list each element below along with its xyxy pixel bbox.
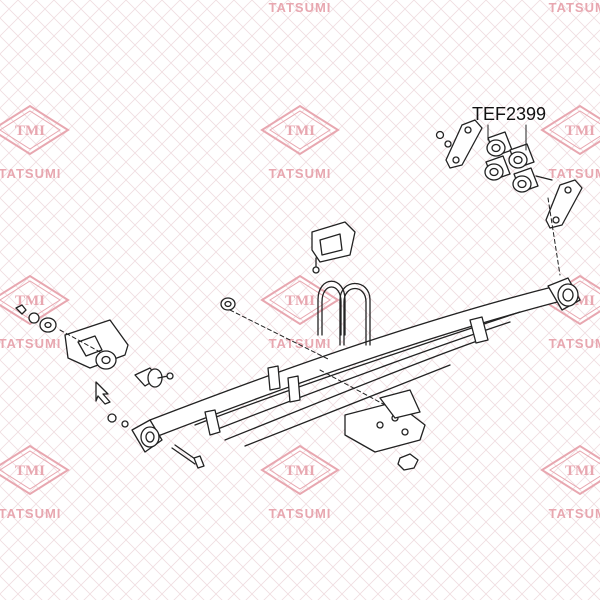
watermark-layer: TMITMITMITMITMITMITMITMITMITATSUMITATSUM… <box>0 0 600 521</box>
long-bolt <box>171 444 205 469</box>
shackle-pin-front <box>134 367 174 388</box>
watermark-brand-text: TATSUMI <box>0 506 61 521</box>
watermark-logo-text: TMI <box>565 463 595 479</box>
watermark-diamond <box>0 274 70 326</box>
nut <box>397 453 419 471</box>
watermark-brand-text: TATSUMI <box>0 166 61 181</box>
watermark-diamond <box>549 110 600 150</box>
watermark-logo-text: TMI <box>285 123 315 139</box>
watermark-brand-text: TATSUMI <box>549 0 600 15</box>
watermark-brand-text: TATSUMI <box>269 506 332 521</box>
rear-shackle-plate <box>445 119 483 169</box>
watermark-diamond <box>269 450 331 490</box>
watermark-logo-text: TMI <box>565 123 595 139</box>
watermark-logo-text: TMI <box>15 123 45 139</box>
watermark-brand-text: TATSUMI <box>549 506 600 521</box>
watermark-brand-text: TATSUMI <box>269 0 332 15</box>
shackle-bushing <box>512 167 539 193</box>
alignment-lines <box>59 197 561 406</box>
spring-center-clip <box>267 365 281 391</box>
nut <box>435 130 445 140</box>
watermark-diamond <box>549 450 600 490</box>
bolt <box>107 413 117 423</box>
watermark-diamond <box>269 110 331 150</box>
watermark-diamond <box>0 444 70 496</box>
bump-stop-bracket <box>311 221 356 274</box>
watermark-diamond <box>0 110 61 150</box>
shackle-bushing <box>508 143 535 169</box>
watermark-brand-text: TATSUMI <box>549 336 600 351</box>
watermark-brand-text: TATSUMI <box>269 336 332 351</box>
watermark-logo-text: TMI <box>285 293 315 309</box>
washer <box>220 297 236 311</box>
spring-clamp <box>204 409 221 436</box>
bolt <box>535 175 553 181</box>
rear-shackle-plate <box>545 179 583 229</box>
watermark-brand-text: TATSUMI <box>549 166 600 181</box>
spring-eye-rear <box>547 277 581 311</box>
bolt <box>121 420 129 428</box>
spring-clamp <box>469 316 489 344</box>
watermark-brand-text: TATSUMI <box>0 336 61 351</box>
watermark-diamond <box>0 450 61 490</box>
watermark-diamond <box>269 280 331 320</box>
spring-center-clip <box>287 375 301 403</box>
watermark-logo-text: TMI <box>285 463 315 479</box>
u-bolt <box>317 280 371 346</box>
watermark-diamond <box>0 104 70 156</box>
direction-arrow <box>95 381 111 405</box>
shackle-bushing <box>484 155 511 181</box>
watermark-brand-text: TATSUMI <box>269 166 332 181</box>
nut <box>444 140 452 148</box>
label-leader-lines <box>487 124 527 151</box>
spring-eye-front <box>131 419 163 453</box>
watermark-diamond <box>540 104 600 156</box>
axle-seat-plate <box>344 389 426 453</box>
front-bushing <box>15 304 117 370</box>
watermark-diamond <box>260 274 340 326</box>
watermark-diamond <box>260 444 340 496</box>
watermark-diamond <box>540 444 600 496</box>
leaf-spring-assembly <box>15 119 583 471</box>
watermark-diamond <box>260 104 340 156</box>
watermark-logo-text: TMI <box>15 463 45 479</box>
part-number-label: TEF2399 <box>472 104 547 124</box>
